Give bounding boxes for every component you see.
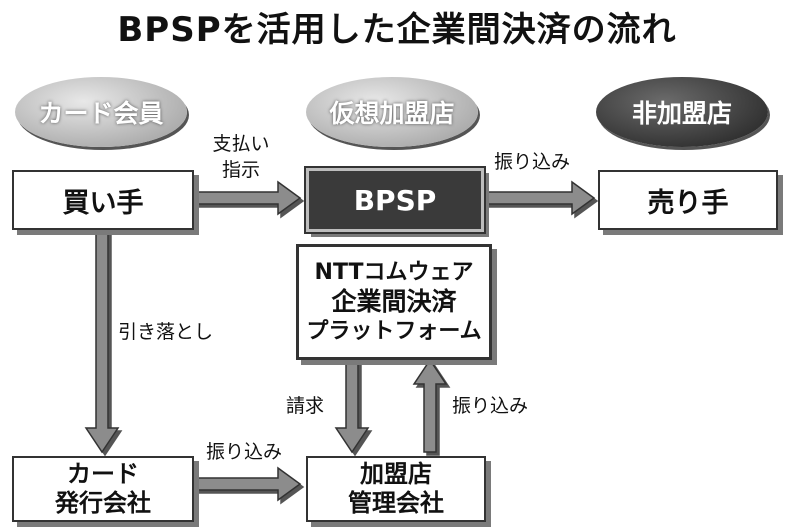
- label-transfer-top: 振り込み: [494, 151, 571, 173]
- label-transfer-bottom: 振り込み: [206, 441, 283, 463]
- box-card-issuer: カード 発行会社: [12, 456, 194, 522]
- oval-non-merchant: 非加盟店: [596, 77, 768, 147]
- box-bpsp: BPSP: [304, 166, 486, 234]
- label-debit: 引き落とし: [118, 321, 214, 343]
- label-billing: 請求: [286, 395, 325, 417]
- acquirer-line-2: 管理会社: [348, 489, 444, 517]
- arrow-buyer-to-bpsp: [195, 180, 302, 216]
- oval-card-member: カード会員: [15, 77, 187, 147]
- box-platform: NTTコムウェア 企業間決済 プラットフォーム: [296, 244, 492, 360]
- payment-instruction-line-2: 指示: [221, 158, 260, 181]
- box-merchant-acquirer: 加盟店 管理会社: [306, 456, 486, 522]
- platform-line-1: NTTコムウェア: [314, 259, 474, 285]
- issuer-line-1: カード: [67, 460, 139, 489]
- platform-line-3: プラットフォーム: [306, 318, 482, 344]
- arrow-issuer-to-acquirer: [195, 466, 302, 502]
- acquirer-line-1: 加盟店: [360, 460, 432, 489]
- arrow-transfer-up: [412, 358, 448, 453]
- label-payment-instruction: 支払い 指示: [206, 132, 276, 183]
- arrow-bpsp-to-seller: [483, 180, 596, 216]
- oval-virtual-merchant: 仮想加盟店: [306, 77, 478, 147]
- box-seller: 売り手: [598, 170, 778, 230]
- diagram-title: BPSPを活用した企業間決済の流れ: [117, 10, 677, 50]
- label-transfer-up: 振り込み: [452, 395, 529, 417]
- box-buyer: 買い手: [12, 170, 194, 230]
- platform-line-2: 企業間決済: [331, 287, 457, 317]
- arrow-billing-down: [334, 359, 370, 454]
- arrow-buyer-to-issuer: [84, 231, 120, 454]
- payment-instruction-line-1: 支払い: [212, 133, 270, 155]
- issuer-line-2: 発行会社: [55, 489, 151, 517]
